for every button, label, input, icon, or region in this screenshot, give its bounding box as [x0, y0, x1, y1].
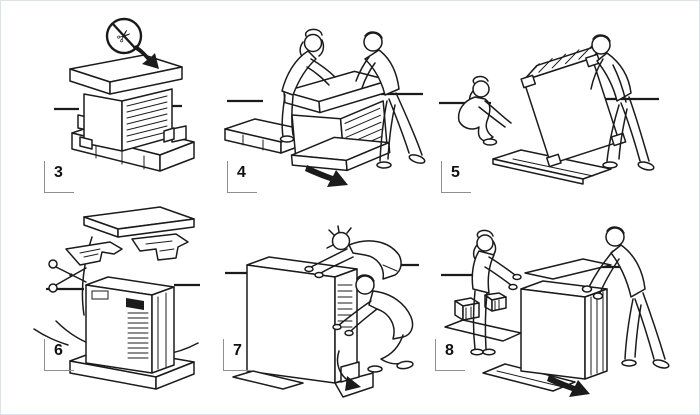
foam-blocks — [65, 233, 189, 266]
person-right — [590, 34, 655, 171]
person-left — [279, 28, 336, 143]
step-bracket-7: 7 — [223, 339, 253, 371]
unit — [246, 256, 358, 384]
panel-step-4: 4 — [223, 9, 428, 195]
illustration-step-6 — [33, 206, 200, 390]
illustration-step-4 — [224, 28, 426, 187]
step-number-8: 8 — [445, 342, 454, 359]
direction-arrow-icon — [547, 375, 590, 397]
step-bracket-8: 8 — [435, 339, 465, 371]
step-bracket-6: 6 — [44, 339, 74, 371]
step-number-5: 5 — [451, 164, 460, 181]
crate — [69, 54, 183, 152]
direction-arrow-icon — [305, 165, 348, 187]
panel-step-6: 6 — [26, 201, 221, 406]
person-right — [581, 226, 670, 369]
person-left-crouching — [457, 75, 512, 146]
curved-arrow-icon — [336, 350, 361, 391]
unit — [85, 276, 175, 374]
step-bracket-4: 4 — [227, 161, 257, 193]
floor-board — [444, 319, 522, 342]
person-left — [470, 229, 522, 356]
illustration-step-8 — [441, 226, 670, 397]
no-cutting-warning-icon: ✂ — [105, 17, 143, 55]
person-top — [304, 225, 402, 280]
illustration-step-5 — [439, 34, 659, 185]
illustration-step-3: ✂ — [54, 17, 195, 172]
step-number-4: 4 — [237, 164, 246, 181]
scissors-icon — [48, 259, 87, 293]
person-crouching — [332, 274, 414, 373]
cardboard-sheet — [524, 258, 612, 280]
step-number-6: 6 — [54, 342, 63, 359]
arrow-icon — [133, 45, 159, 69]
panel-step-3: ✂ 3 — [26, 9, 221, 195]
panel-step-7: 7 — [223, 201, 428, 406]
step-number-3: 3 — [54, 164, 63, 181]
step-number-7: 7 — [233, 342, 242, 359]
foam-blocks — [454, 292, 507, 321]
crate — [283, 70, 392, 172]
unit — [520, 280, 608, 380]
panel-step-8: 8 — [433, 201, 673, 406]
illustration-step-7 — [225, 225, 419, 398]
panel-step-5: 5 — [433, 9, 673, 195]
step-bracket-5: 5 — [441, 161, 471, 193]
step-bracket-3: 3 — [44, 161, 74, 193]
person-right — [355, 31, 426, 169]
tilted-crate — [520, 42, 627, 168]
lid — [83, 206, 195, 238]
ramp-board — [482, 363, 576, 392]
